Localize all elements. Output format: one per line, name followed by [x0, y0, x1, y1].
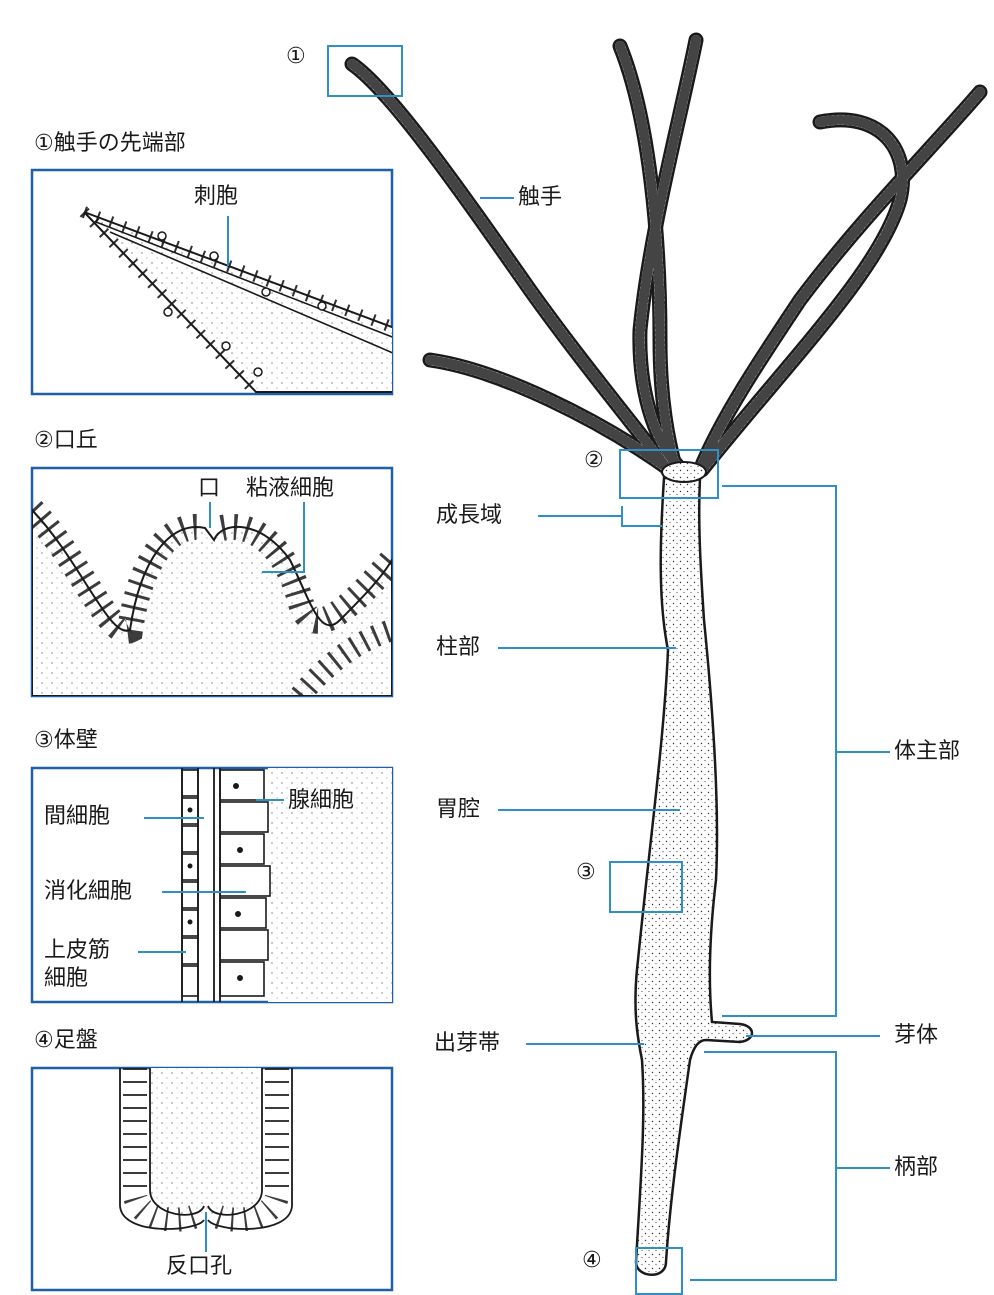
label-bud: 芽体 — [894, 1025, 938, 1047]
leader-growth-zone — [538, 506, 662, 526]
label-digestive-cell: 消化細胞 — [44, 881, 132, 903]
label-epitheliomuscular-1: 上皮筋 — [44, 940, 110, 962]
hydra-hypostome — [662, 462, 706, 482]
label-body-main: 体主部 — [894, 741, 960, 763]
label-column: 柱部 — [436, 637, 480, 659]
hydra-tentacles — [352, 40, 980, 470]
label-gastric-cavity: 胃腔 — [436, 799, 480, 821]
label-interstitial-cell: 間細胞 — [44, 806, 110, 828]
panel-title-tentacle-tip: ①触手の先端部 — [34, 133, 186, 155]
label-tentacle: 触手 — [518, 187, 562, 209]
marker-1: ① — [286, 46, 306, 68]
label-stalk: 柄部 — [894, 1157, 938, 1179]
label-mouth: 口 — [198, 478, 220, 500]
label-cnidocyte: 刺胞 — [194, 186, 238, 208]
label-aboral-pore: 反口孔 — [166, 1256, 232, 1278]
label-epitheliomuscular-2: 細胞 — [44, 968, 88, 990]
panel-hypostome — [32, 468, 392, 696]
panel-title-hypostome: ②口丘 — [34, 430, 98, 452]
label-mucous-cell: 粘液細胞 — [246, 478, 334, 500]
bracket-body-main — [722, 486, 890, 1016]
panel-title-body-wall: ③体壁 — [34, 730, 98, 752]
label-growth-zone: 成長域 — [436, 505, 502, 527]
marker-4: ④ — [582, 1250, 602, 1272]
panel-title-basal-disc: ④足盤 — [34, 1030, 98, 1052]
label-budding-zone: 出芽帯 — [434, 1033, 500, 1055]
bracket-stalk — [690, 1052, 890, 1280]
marker-2: ② — [584, 450, 604, 472]
hydra-body — [635, 478, 752, 1275]
marker-3: ③ — [576, 862, 596, 884]
label-gland-cell: 腺細胞 — [288, 790, 354, 812]
